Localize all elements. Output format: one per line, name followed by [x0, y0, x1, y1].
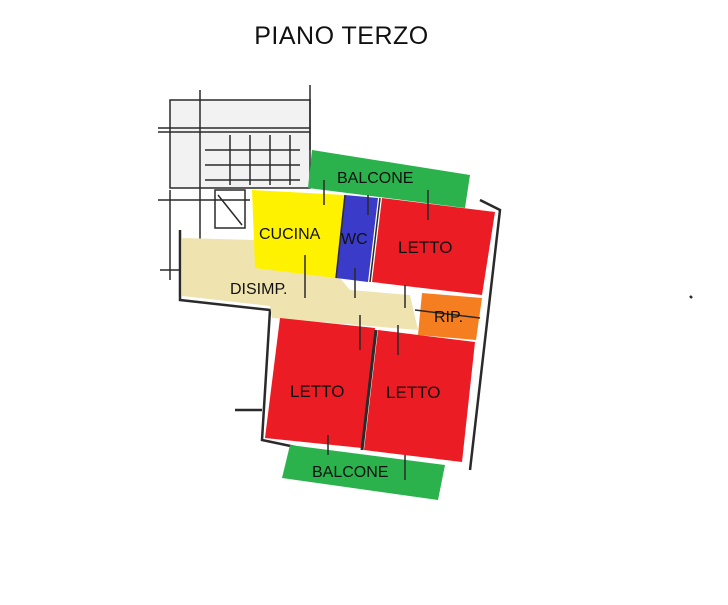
balcone-bottom-area [282, 445, 445, 500]
label-letto-bottom-left: LETTO [290, 382, 344, 401]
letto-bottom-left-area [265, 318, 375, 448]
balcone-top-area [308, 150, 470, 208]
label-letto-top: LETTO [398, 238, 452, 257]
letto-top-area [372, 198, 495, 295]
label-ripostiglio: RIP. [434, 309, 463, 326]
label-letto-bottom-right: LETTO [386, 383, 440, 402]
page-title: PIANO TERZO [254, 22, 429, 50]
outer-walls [178, 198, 693, 471]
label-cucina: CUCINA [259, 226, 321, 243]
wc-area [336, 195, 378, 282]
interior-walls [304, 180, 481, 480]
label-wc: WC [341, 231, 368, 248]
cucina-area [252, 190, 345, 278]
label-balcone-bottom: BALCONE [312, 464, 388, 481]
disimpegno-area [182, 238, 418, 330]
letto-bottom-right-area [364, 330, 475, 462]
ripostiglio-area [418, 293, 482, 340]
stairwell [158, 85, 311, 280]
label-disimpegno: DISIMP. [230, 281, 288, 298]
label-balcone-top: BALCONE [337, 170, 413, 187]
